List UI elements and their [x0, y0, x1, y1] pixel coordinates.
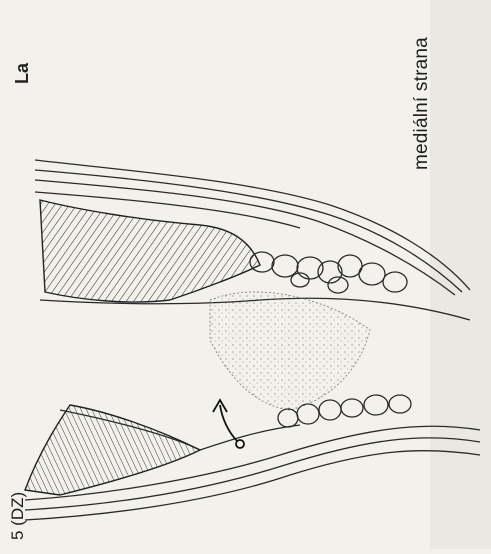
upper-muscle: [40, 200, 260, 302]
medial-side-label: mediální strana: [411, 37, 433, 170]
clipped-heading-text: La: [12, 63, 33, 84]
upper-lobules: [250, 252, 407, 293]
page-shadow: [430, 0, 491, 549]
central-space: [210, 292, 370, 410]
point-label: 5 (DZ): [8, 492, 28, 540]
